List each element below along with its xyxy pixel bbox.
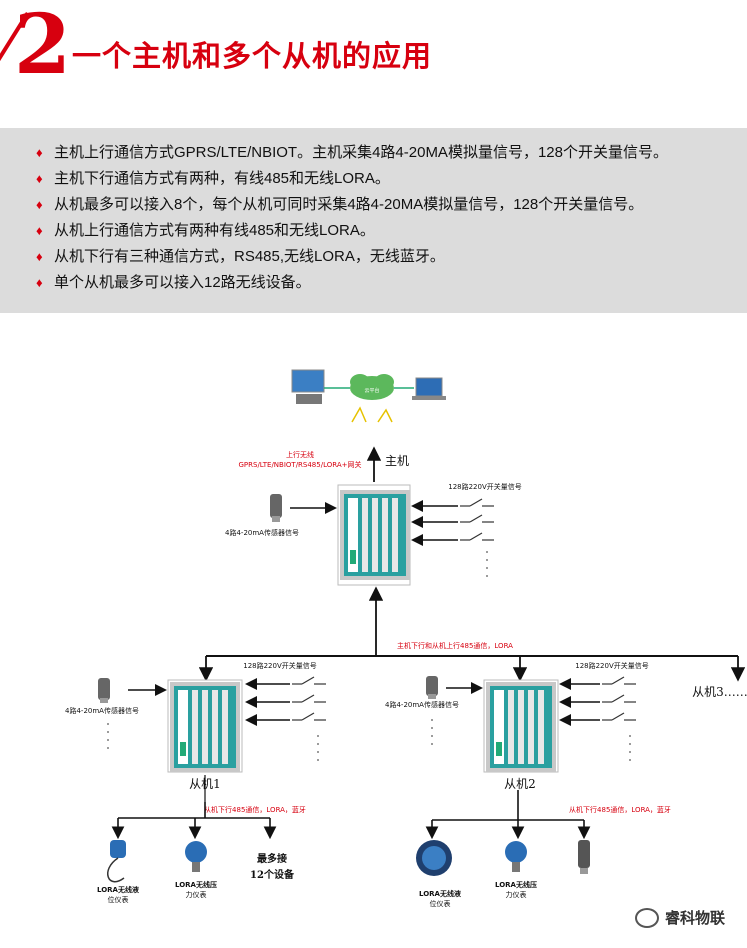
- slave1-max-label-2: 12个设备: [250, 868, 295, 881]
- brand-watermark: 睿科物联: [634, 907, 725, 928]
- slave2-controller: [486, 682, 556, 772]
- probe-sensor-icon: [578, 840, 590, 874]
- feature-text: 单个从机最多可以接入12路无线设备。: [54, 274, 311, 291]
- switch-icon: [291, 694, 327, 703]
- feature-list-item: ♦ 主机上行通信方式GPRS/LTE/NBIOT。主机采集4路4-20MA模拟量信…: [36, 140, 747, 166]
- switch-icon: [459, 532, 495, 541]
- switch-icon: [459, 514, 495, 523]
- wireless-signal-icon: [351, 406, 393, 423]
- slave2-dev1-label: LORA无线液: [419, 889, 462, 898]
- slave2-sensor-label: 4路4-20mA传感器信号: [385, 700, 459, 709]
- cloud-label: 云平台: [364, 387, 379, 394]
- section-title: 一个主机和多个从机的应用: [72, 39, 433, 73]
- level-meter-icon: [416, 840, 452, 876]
- slave3-label: 从机3……: [692, 685, 747, 699]
- switch-icon: [601, 712, 637, 721]
- bus-label: 主机下行和从机上行485通信，LORA: [397, 641, 513, 650]
- system-diagram: 云平台 上行无线 GPRS/LTE/NBIOT/RS485/LORA+网关 主机…: [65, 369, 747, 908]
- level-meter-icon: [107, 840, 126, 883]
- feature-list-item: ♦ 从机上行通信方式有两种有线485和无线LORA。: [36, 218, 747, 244]
- cloud-icon: 云平台: [350, 374, 394, 400]
- slave2-label: 从机2: [504, 777, 536, 791]
- pressure-meter-icon: [185, 841, 207, 872]
- slave1-dev2-label-2: 力仪表: [186, 890, 207, 899]
- ellipsis-dots: [629, 735, 631, 761]
- ellipsis-dots: [486, 551, 488, 577]
- slave1-dev1-label: LORA无线液: [97, 885, 140, 894]
- host-switch-label: 128路220V开关量信号: [448, 482, 522, 491]
- host-label: 主机: [385, 454, 409, 468]
- slave1-down-label: 从机下行485通信，LORA，蓝牙: [204, 805, 306, 814]
- sensor-icon: [426, 676, 438, 699]
- sensor-icon: [270, 494, 282, 522]
- host-sensor-label: 4路4-20mA传感器信号: [225, 528, 299, 537]
- feature-list: ♦ 主机上行通信方式GPRS/LTE/NBIOT。主机采集4路4-20MA模拟量信…: [0, 128, 747, 296]
- bullet-diamond-icon: ♦: [36, 145, 43, 160]
- ellipsis-dots: [107, 723, 109, 749]
- laptop-icon: [412, 377, 446, 400]
- feature-text: 从机最多可以接入8个，每个从机可同时采集4路4-20MA模拟量信号，128个开关…: [54, 196, 644, 213]
- slave1-controller: [170, 682, 240, 772]
- bullet-diamond-icon: ♦: [36, 275, 43, 290]
- ellipsis-dots: [317, 735, 319, 761]
- ellipsis-dots: [431, 719, 433, 745]
- uplink-label-2: GPRS/LTE/NBIOT/RS485/LORA+网关: [239, 460, 362, 469]
- slave1-dev2-label: LORA无线压: [175, 880, 217, 889]
- slave1-sensor-label: 4路4-20mA传感器信号: [65, 706, 139, 715]
- feature-text: 主机上行通信方式GPRS/LTE/NBIOT。主机采集4路4-20MA模拟量信号…: [54, 144, 668, 161]
- switch-icon: [601, 676, 637, 685]
- bullet-diamond-icon: ♦: [36, 223, 43, 238]
- feature-text: 从机上行通信方式有两种有线485和无线LORA。: [54, 222, 375, 239]
- brand-name: 睿科物联: [664, 910, 725, 927]
- bullet-diamond-icon: ♦: [36, 171, 43, 186]
- pressure-meter-icon: [505, 841, 527, 872]
- feature-list-panel: ♦ 主机上行通信方式GPRS/LTE/NBIOT。主机采集4路4-20MA模拟量信…: [0, 128, 747, 313]
- slave1-switch-label: 128路220V开关量信号: [243, 661, 317, 670]
- monitor-icon: [291, 369, 325, 404]
- uplink-label-1: 上行无线: [286, 450, 314, 459]
- slave1-dev1-label-2: 位仪表: [108, 895, 129, 904]
- feature-text: 从机下行有三种通信方式，RS485,无线LORA，无线蓝牙。: [54, 248, 445, 265]
- feature-list-item: ♦ 从机最多可以接入8个，每个从机可同时采集4路4-20MA模拟量信号，128个开…: [36, 192, 747, 218]
- slave2-dev2-label: LORA无线压: [495, 880, 537, 889]
- slave2-dev2-label-2: 力仪表: [506, 890, 527, 899]
- slave1-max-label: 最多接: [257, 852, 287, 865]
- feature-list-item: ♦ 单个从机最多可以接入12路无线设备。: [36, 270, 747, 296]
- switch-icon: [291, 712, 327, 721]
- slave2-down-label: 从机下行485通信，LORA，蓝牙: [569, 805, 671, 814]
- switch-icon: [291, 676, 327, 685]
- bullet-diamond-icon: ♦: [36, 197, 43, 212]
- sensor-icon: [98, 678, 110, 703]
- host-controller: [340, 490, 410, 580]
- switch-icon: [459, 498, 495, 507]
- wechat-icon: [634, 907, 659, 928]
- slave2-switch-label: 128路220V开关量信号: [575, 661, 649, 670]
- switch-icon: [601, 694, 637, 703]
- feature-text: 主机下行通信方式有两种，有线485和无线LORA。: [54, 170, 390, 187]
- feature-list-item: ♦ 从机下行有三种通信方式，RS485,无线LORA，无线蓝牙。: [36, 244, 747, 270]
- slave2-dev1-label-2: 位仪表: [430, 899, 451, 908]
- bullet-diamond-icon: ♦: [36, 249, 43, 264]
- section-header: MULTIPLE 2 一个主机和多个从机的应用: [0, 0, 747, 128]
- feature-list-item: ♦ 主机下行通信方式有两种，有线485和无线LORA。: [36, 166, 747, 192]
